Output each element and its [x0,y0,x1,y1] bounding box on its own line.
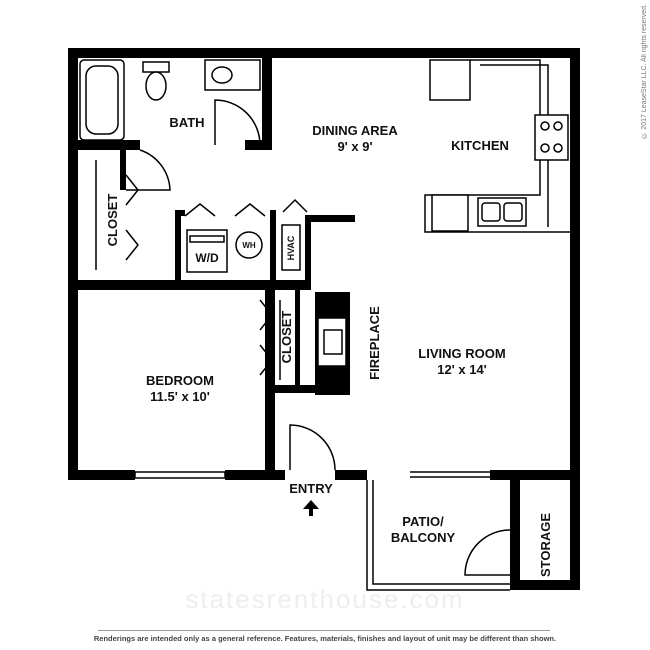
label-entry: ENTRY [289,481,333,496]
toilet [145,71,167,101]
label-closet-mid: CLOSET [279,311,294,364]
label-wh: WH [242,241,256,250]
label-kitchen: KITCHEN [451,138,509,153]
label-living-size: 12' x 14' [437,362,487,377]
label-bath: BATH [169,115,204,130]
label-closet-left: CLOSET [105,194,120,247]
label-bedroom: BEDROOM [146,373,214,388]
label-storage: STORAGE [538,513,553,577]
label-living: LIVING ROOM [418,346,505,361]
divider [98,630,550,631]
label-patio: PATIO/ [402,514,444,529]
stove [534,114,569,161]
fridge [429,59,471,101]
room-labels: BATH DINING AREA 9' x 9' KITCHEN CLOSET … [105,115,553,577]
label-wd: W/D [195,251,219,265]
water-heater [235,231,263,259]
fixtures [79,59,570,273]
watermark: statesrenthouse.com [185,584,465,614]
label-fireplace: FIREPLACE [367,306,382,380]
label-balcony: BALCONY [391,530,456,545]
walls [68,48,580,590]
label-bedroom-size: 11.5' x 10' [150,389,210,404]
label-dining-size: 9' x 9' [337,139,372,154]
hvac-unit [281,224,301,271]
label-hvac: HVAC [286,235,296,260]
copyright-text: © 2017 LeaseStar LLC. All rights reserve… [641,4,648,139]
label-dining: DINING AREA [312,123,398,138]
entry-arrow-icon [303,500,319,516]
dishwasher [431,194,469,232]
disclaimer-text: Renderings are intended only as a genera… [93,634,557,643]
thin-lines [95,99,511,591]
